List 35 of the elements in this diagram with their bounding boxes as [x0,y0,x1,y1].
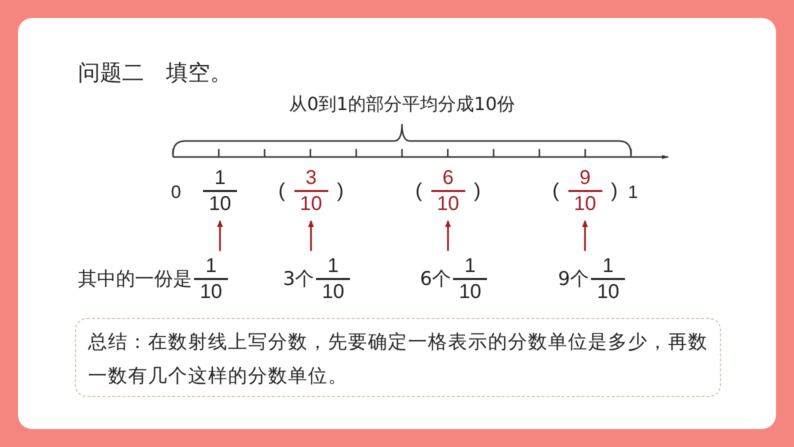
arrow [217,220,223,251]
arrow [582,220,588,251]
parenthesis: ) [474,180,481,202]
count-text: 6个 [420,267,452,292]
denominator: 10 [596,281,620,303]
numerator: 1 [205,255,217,277]
parenthesis: ) [611,180,618,202]
brace-label: 从0到1的部分平均分成10份 [289,93,515,116]
count-text: 其中的一份是 [78,267,192,292]
numerator: 1 [464,255,476,277]
numerator: 1 [214,167,226,189]
numerator: 6 [442,167,454,189]
summary-box: 总结：在数射线上写分数，先要确定一格表示的分数单位是多少，再数一数有几个这样的分数单位。 [75,318,721,397]
denominator: 10 [200,281,222,303]
count-text: 3个 [283,267,314,292]
tick-label: 1 [628,182,638,203]
numerator: 9 [579,167,591,189]
arrow [308,220,314,251]
parenthesis: ( [552,180,559,202]
denominator: 10 [436,193,460,215]
title: 问题二 填空。 [78,60,232,88]
parenthesis: ) [337,180,344,202]
denominator: 10 [458,281,482,303]
tick-label: 0 [171,182,182,203]
numerator: 3 [305,167,317,189]
parenthesis: ( [278,180,285,202]
denominator: 10 [322,281,344,303]
numerator: 1 [328,255,339,277]
numerator: 1 [602,255,614,277]
denominator: 10 [300,193,322,215]
count-text: 9个 [558,267,590,292]
denominator: 10 [574,193,596,215]
denominator: 10 [208,193,232,215]
parenthesis: ( [415,180,422,202]
arrow [445,220,451,251]
